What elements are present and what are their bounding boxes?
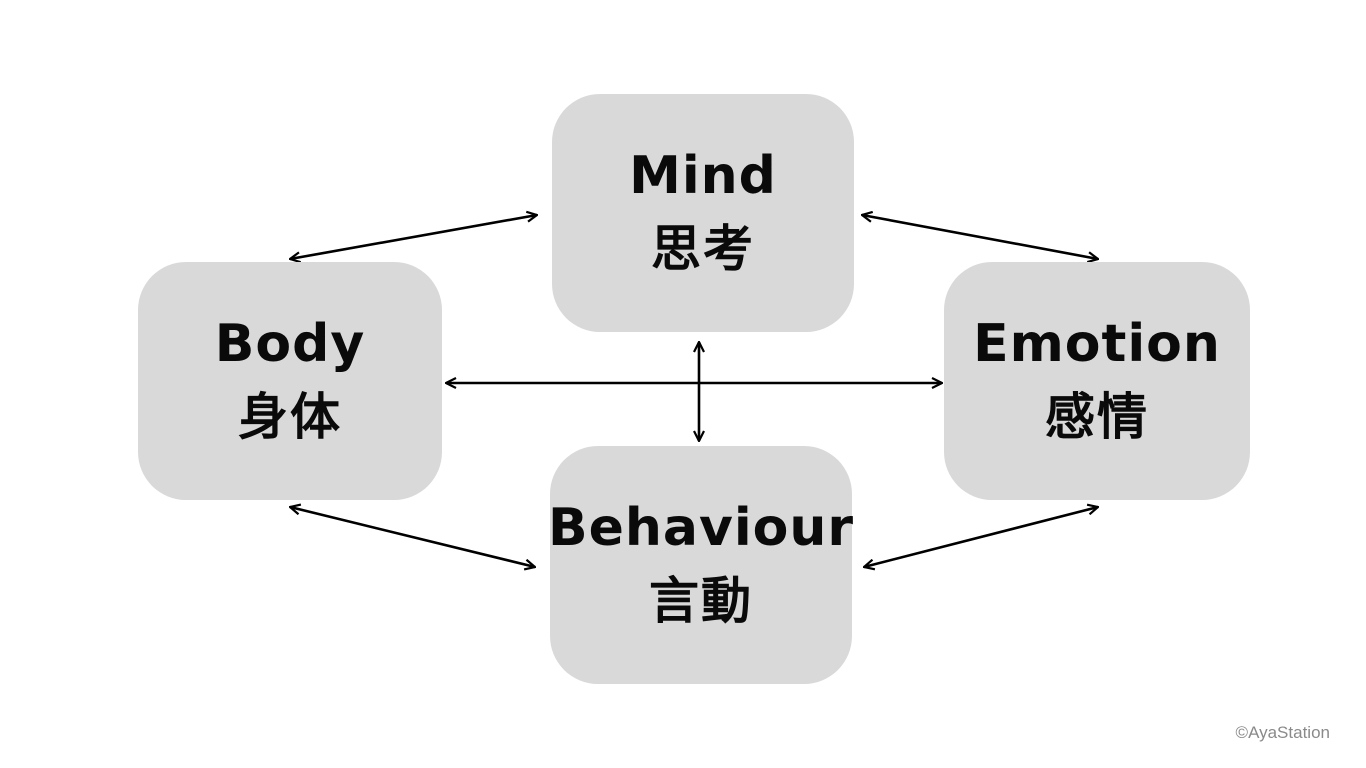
emotion-label-ja: 感情 (1045, 388, 1149, 446)
arrow-mind-emotion (862, 215, 1098, 259)
arrow-body-mind (290, 215, 537, 259)
emotion-node: Emotion 感情 (944, 262, 1250, 500)
behaviour-label-en: Behaviour (547, 498, 855, 558)
mind-label-en: Mind (629, 146, 777, 206)
mind-label-ja: 思考 (651, 220, 755, 278)
behaviour-node: Behaviour 言動 (547, 446, 855, 684)
body-label-en: Body (214, 314, 366, 374)
body-node: Body 身体 (138, 262, 442, 500)
body-label-ja: 身体 (238, 388, 342, 446)
arrow-body-behaviour (290, 507, 535, 567)
mind-node: Mind 思考 (552, 94, 854, 332)
copyright-notice: ©AyaStation (1235, 723, 1330, 742)
emotion-label-en: Emotion (973, 314, 1221, 374)
arrow-behaviour-emotion (864, 507, 1098, 567)
behaviour-label-ja: 言動 (649, 572, 753, 630)
